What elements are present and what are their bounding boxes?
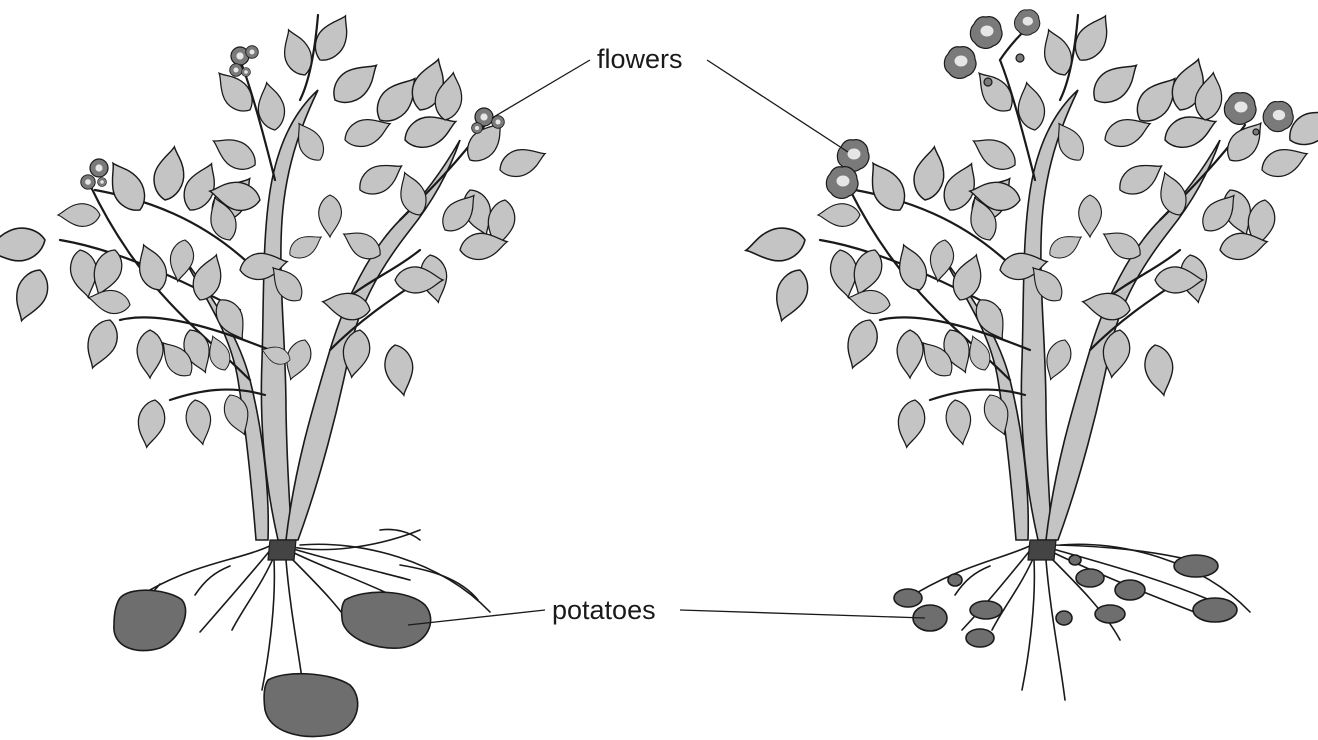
flowers-label: flowers: [597, 44, 683, 74]
potatoes-label: potatoes: [552, 595, 656, 625]
right-potatoes: [894, 555, 1237, 647]
plant-right: [743, 9, 1318, 700]
potatoes-callout: potatoes: [408, 595, 925, 625]
flowers-callout: flowers: [492, 44, 848, 152]
plant-left: [0, 9, 550, 737]
left-potatoes: [114, 590, 431, 736]
flowers-leader-left: [492, 60, 590, 118]
potatoes-leader-right: [680, 610, 925, 618]
flowers-leader-right: [707, 60, 848, 152]
